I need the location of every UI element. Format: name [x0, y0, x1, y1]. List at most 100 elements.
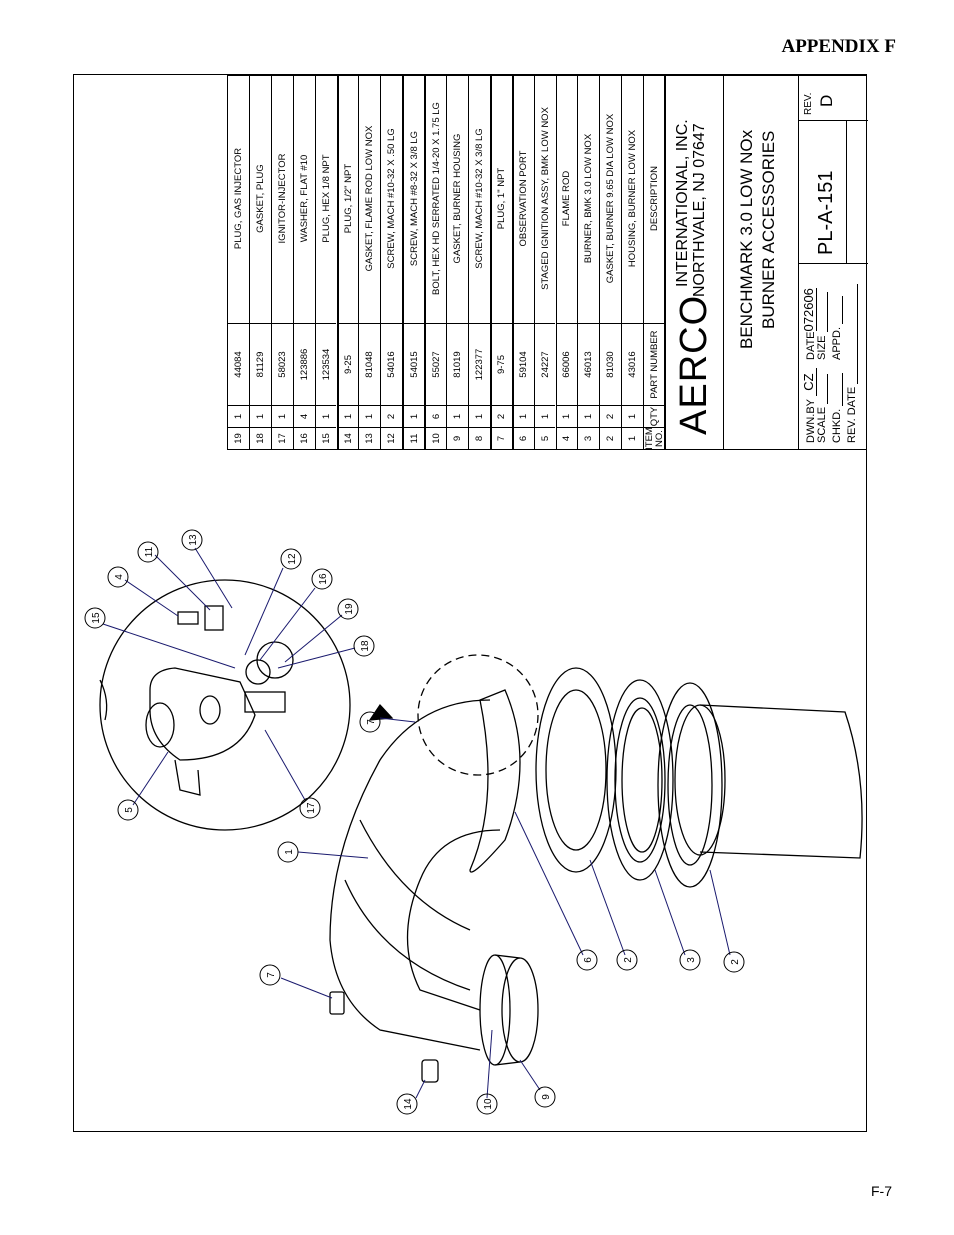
bom-item-no: 18 — [249, 427, 271, 449]
bom-item-no: 14 — [338, 427, 359, 449]
appd-label: APPD. — [831, 326, 843, 360]
bom-item-no: 3 — [578, 427, 600, 449]
callout-1: 1 — [284, 849, 295, 855]
page-number: F-7 — [871, 1183, 892, 1199]
bom-part-number: 123886 — [293, 323, 315, 405]
bom-qty: 1 — [447, 405, 468, 427]
burner-flange — [606, 679, 674, 881]
bom-description: SCREW, MACH #10-32 X 3/8 LG — [473, 128, 485, 269]
bom-part-number: 44084 — [228, 323, 249, 405]
callout-19: 19 — [344, 603, 355, 615]
bom-description: OBSERVATION PORT — [518, 150, 530, 247]
bom-part-number: 81129 — [249, 323, 271, 405]
callout-17: 17 — [306, 802, 317, 814]
bom-part-number: 122377 — [468, 323, 490, 405]
bom-qty: 1 — [578, 405, 600, 427]
bottom-flange — [479, 954, 539, 1066]
bom-description: HOUSING, BURNER LOW NOX — [627, 129, 639, 268]
rev-value: D — [817, 94, 836, 107]
callout-2-right: 2 — [730, 959, 741, 965]
drawing-number: PL-A-151 — [815, 170, 837, 256]
bom-item-no: 4 — [556, 427, 578, 449]
appendix-heading: APPENDIX F — [781, 36, 896, 57]
bom-description: BOLT, HEX HD SERRATED 1/4-20 X 1.75 LG — [430, 102, 442, 295]
bom-item-no: 19 — [228, 427, 249, 449]
bom-item-no: 15 — [315, 427, 337, 449]
bom-item-no: 12 — [381, 427, 403, 449]
callout-5: 5 — [124, 807, 135, 813]
bom-description: PLUG, 1/2" NPT — [342, 163, 354, 234]
callout-16: 16 — [318, 573, 329, 585]
drawing-title-line1: BENCHMARK 3.0 LOW NOx — [737, 129, 756, 349]
bom-part-number: 9-75 — [491, 323, 512, 405]
bom-description: FLAME ROD — [561, 170, 573, 227]
bom-part-number: 55027 — [426, 323, 446, 405]
callout-14: 14 — [403, 1098, 414, 1110]
bom-description: SCREW, MACH #8-32 X 3/8 LG — [408, 130, 420, 267]
callout-3: 3 — [686, 957, 697, 963]
drawing-info-block: DWN.BY CZ DATE072606 SCALE SIZE CHKD. AP… — [798, 74, 868, 449]
scale-label: SCALE — [816, 406, 828, 443]
bom-part-number: 43016 — [622, 323, 644, 405]
date-value: 072606 — [801, 288, 817, 332]
bom-header-desc: DESCRIPTION — [649, 166, 661, 231]
bom-qty: 1 — [271, 405, 293, 427]
gasket-left — [535, 667, 617, 873]
bom-part-number: 123534 — [315, 323, 337, 405]
bom-part-number: 54016 — [381, 323, 403, 405]
bom-description: WASHER, FLAT #10 — [298, 154, 310, 243]
callout-18: 18 — [360, 640, 371, 652]
bom-qty: 1 — [228, 405, 249, 427]
bom-qty: 1 — [338, 405, 359, 427]
bom-item-no: 16 — [293, 427, 315, 449]
bom-qty: 1 — [468, 405, 490, 427]
bom-item-no: 13 — [359, 427, 381, 449]
bom-item-no: 6 — [513, 427, 534, 449]
bom-part-number: 81030 — [600, 323, 622, 405]
burner-housing — [329, 699, 501, 1051]
bom-qty: 1 — [404, 405, 425, 427]
bom-header-part: PART NUMBER — [644, 323, 665, 405]
bom-qty: 1 — [359, 405, 381, 427]
callout-12: 12 — [287, 553, 298, 565]
bom-description: PLUG, GAS INJECTOR — [232, 147, 244, 250]
bom-item-no: 1 — [622, 427, 644, 449]
drawing-frame — [73, 74, 867, 1132]
callout-7-lower: 7 — [266, 972, 277, 978]
bom-item-no: 10 — [426, 427, 446, 449]
callout-2-left: 2 — [623, 957, 634, 963]
bom-qty: 6 — [426, 405, 446, 427]
bom-description: PLUG, 1" NPT — [496, 167, 508, 230]
bom-qty: 1 — [534, 405, 556, 427]
rev-date-label: REV. DATE — [846, 386, 858, 443]
callout-13: 13 — [188, 534, 199, 546]
bom-description: GASKET, BURNER 9.65 DIA LOW NOX — [605, 113, 617, 284]
bom-description: STAGED IGNITION ASSY, BMK LOW NOX — [539, 107, 551, 290]
detail-parts — [99, 605, 294, 796]
bom-qty: 2 — [381, 405, 403, 427]
bom-part-number: 9-25 — [338, 323, 359, 405]
burner-cylinder — [674, 704, 863, 859]
bom-header-qty: QTY — [644, 405, 665, 427]
bom-item-no: 9 — [447, 427, 468, 449]
bom-description: BURNER, BMK 3.0 LOW NOX — [583, 133, 595, 264]
callout-4: 4 — [114, 574, 125, 580]
bom-qty: 1 — [622, 405, 644, 427]
bom-item-no: 8 — [468, 427, 490, 449]
bom-item-no: 2 — [600, 427, 622, 449]
